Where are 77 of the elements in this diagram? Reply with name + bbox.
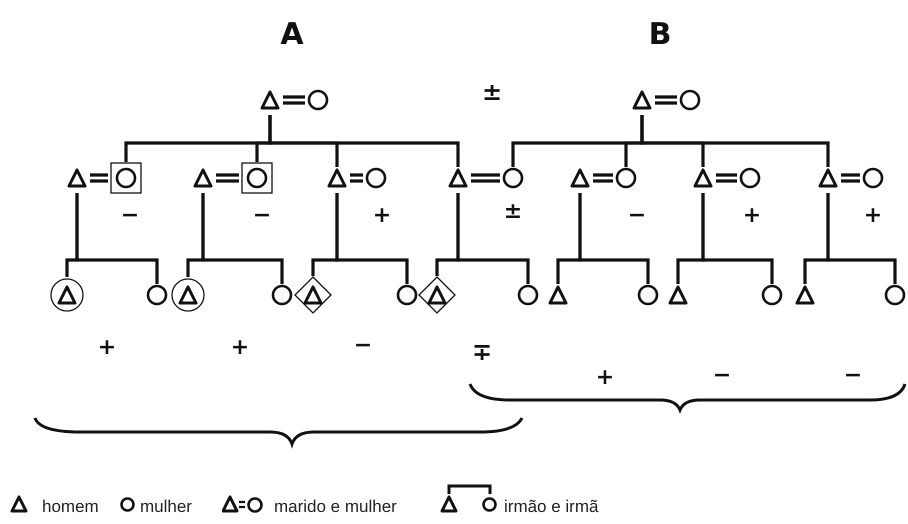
legend-label: homem bbox=[42, 498, 99, 515]
woman-symbol bbox=[517, 284, 539, 306]
highlight-circle bbox=[49, 277, 85, 313]
sign-label: ∓ bbox=[472, 340, 492, 364]
woman-symbol bbox=[739, 167, 761, 189]
man-symbol bbox=[426, 284, 448, 306]
marriage-line bbox=[653, 95, 679, 105]
marriage-line bbox=[469, 173, 502, 183]
highlight-circle bbox=[170, 277, 206, 313]
descent-line bbox=[826, 193, 897, 284]
man-symbol bbox=[326, 167, 348, 189]
sign-label: − bbox=[252, 205, 272, 227]
sign-label: + bbox=[98, 337, 116, 359]
man-symbol bbox=[447, 167, 469, 189]
sign-label: ± bbox=[504, 201, 522, 223]
man-symbol bbox=[817, 167, 839, 189]
descent-line bbox=[75, 193, 159, 284]
descent-line bbox=[201, 193, 284, 284]
man-symbol bbox=[692, 167, 714, 189]
woman-symbol bbox=[271, 284, 293, 306]
marriage-line bbox=[214, 173, 241, 183]
woman-symbol bbox=[246, 167, 268, 189]
sign-label: − bbox=[354, 335, 372, 357]
descent-line bbox=[701, 193, 774, 284]
marriage-line bbox=[714, 173, 739, 183]
woman-symbol bbox=[502, 167, 524, 189]
man-symbol bbox=[177, 284, 199, 306]
woman-symbol bbox=[615, 167, 637, 189]
man-symbol bbox=[794, 284, 816, 306]
man-symbol bbox=[667, 284, 689, 306]
man-symbol bbox=[302, 284, 324, 306]
marriage-line bbox=[591, 173, 615, 183]
section-heading: A bbox=[280, 20, 304, 50]
sign-label: ± bbox=[482, 80, 502, 104]
sign-label: + bbox=[372, 205, 392, 227]
woman-symbol bbox=[862, 167, 884, 189]
woman-symbol bbox=[365, 167, 387, 189]
woman-symbol bbox=[396, 284, 418, 306]
sign-label: + bbox=[742, 205, 762, 227]
marriage-line bbox=[348, 173, 365, 183]
man-symbol bbox=[66, 167, 88, 189]
marriage-line bbox=[281, 95, 307, 105]
man-symbol bbox=[569, 167, 591, 189]
descent-line bbox=[335, 193, 409, 284]
woman-symbol bbox=[637, 284, 659, 306]
sign-label: − bbox=[844, 365, 862, 387]
woman-symbol bbox=[146, 284, 168, 306]
highlight-square bbox=[241, 162, 273, 194]
woman-symbol bbox=[679, 89, 701, 111]
sign-label: + bbox=[864, 205, 882, 227]
marriage-line bbox=[839, 173, 862, 183]
woman-symbol bbox=[884, 284, 906, 306]
sign-label: + bbox=[596, 367, 614, 389]
descent-line bbox=[268, 115, 460, 167]
legend-label: marido e mulher bbox=[274, 498, 397, 515]
sign-label: − bbox=[712, 365, 732, 387]
man-symbol bbox=[547, 284, 569, 306]
woman-symbol bbox=[761, 284, 783, 306]
man-symbol bbox=[56, 284, 78, 306]
descent-line bbox=[578, 193, 650, 284]
man-symbol bbox=[631, 89, 653, 111]
highlight-diamond bbox=[418, 276, 456, 314]
man-symbol bbox=[259, 89, 281, 111]
descent-line bbox=[456, 193, 530, 284]
section-heading: B bbox=[648, 20, 672, 50]
woman-symbol bbox=[115, 167, 137, 189]
sign-label: − bbox=[120, 205, 140, 227]
highlight-diamond bbox=[294, 276, 332, 314]
woman-symbol bbox=[307, 89, 329, 111]
legend-label: irmão e irmã bbox=[504, 498, 598, 515]
highlight-square bbox=[110, 162, 142, 194]
sign-label: + bbox=[230, 337, 250, 359]
descent-line bbox=[640, 115, 830, 167]
sign-label: − bbox=[628, 205, 646, 227]
man-symbol bbox=[192, 167, 214, 189]
marriage-line bbox=[88, 173, 110, 183]
legend-label: mulher bbox=[140, 498, 192, 515]
